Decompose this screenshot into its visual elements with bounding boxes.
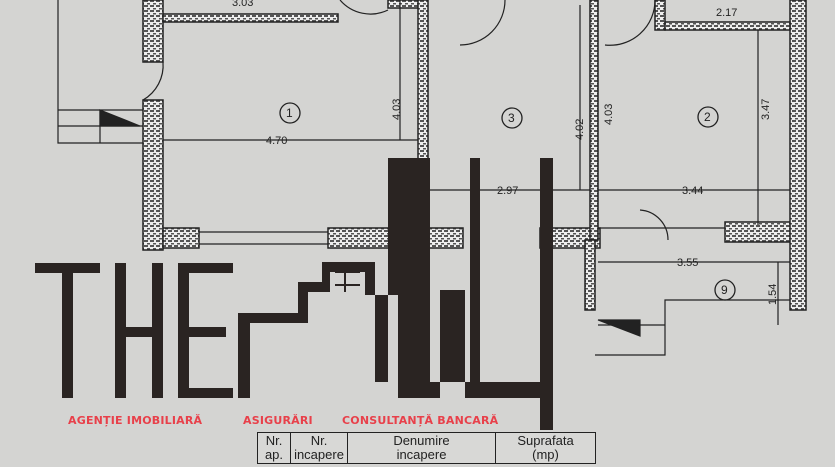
room-number: 9 bbox=[721, 283, 728, 297]
header-line: Denumire bbox=[393, 433, 450, 448]
col-header-area: Suprafata(mp) bbox=[495, 432, 596, 464]
tagline-real-estate: AGENȚIE IMOBILIARĂ bbox=[68, 414, 203, 427]
tagline-bank-consulting: CONSULTANȚĂ BANCARĂ bbox=[342, 414, 499, 427]
logo-stair-lines bbox=[335, 160, 428, 292]
header-line: Suprafata bbox=[517, 433, 574, 448]
dimension-label: 2.97 bbox=[497, 185, 518, 197]
header-line: incapere bbox=[396, 447, 447, 462]
dimension-label: 4.70 bbox=[266, 135, 287, 147]
room-number: 1 bbox=[286, 106, 293, 120]
dimension-label: 3.55 bbox=[677, 257, 698, 269]
header-line: Nr. bbox=[265, 433, 283, 448]
dimension-label: 4.02 bbox=[574, 119, 586, 140]
room-numbers bbox=[279, 102, 736, 301]
dimension-label: 3.44 bbox=[682, 185, 703, 197]
dimension-label: 4.03 bbox=[603, 104, 615, 125]
room-number: 2 bbox=[704, 110, 711, 124]
col-header-room-number: Nr.incapere bbox=[290, 432, 348, 464]
header-line: (mp) bbox=[532, 447, 559, 462]
plan-lines bbox=[57, 0, 790, 356]
header-line: incapere bbox=[294, 447, 344, 462]
tagline-insurance: ASIGURĂRI bbox=[243, 414, 313, 427]
dimension-label: 1.54 bbox=[767, 284, 779, 305]
header-line: ap. bbox=[264, 447, 284, 462]
dimension-label: 3.47 bbox=[760, 99, 772, 120]
dimension-label: 3.03 bbox=[232, 0, 253, 9]
dimension-label: 2.17 bbox=[716, 7, 737, 19]
dimension-labels: 3.03 2.17 4.03 4.70 4.02 2.97 4.03 3.47 … bbox=[232, 0, 779, 305]
header-line: Nr. bbox=[310, 433, 328, 448]
room-number: 3 bbox=[508, 111, 515, 125]
col-header-ap-number: Nr.ap. bbox=[257, 432, 291, 464]
dimension-label: 4.03 bbox=[391, 99, 403, 120]
company-logo bbox=[35, 158, 553, 430]
